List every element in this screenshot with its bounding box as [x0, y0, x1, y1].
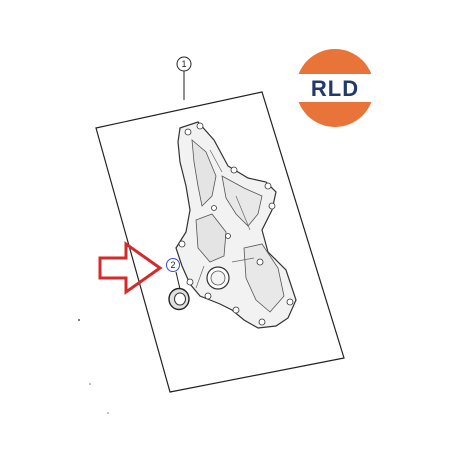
callout-1-label: 1	[181, 59, 186, 69]
red-arrow-icon	[98, 241, 163, 295]
callout-2-label: 2	[170, 260, 175, 270]
callout-2[interactable]: 2	[166, 258, 181, 290]
callout-2-circle	[166, 258, 180, 272]
callout-1-circle	[176, 56, 192, 72]
rld-logo: RLD	[293, 49, 377, 127]
crankshaft-seal-illustration	[168, 287, 190, 311]
callout-2-leader	[175, 271, 181, 290]
timing-cover-illustration	[175, 121, 297, 329]
logo-text: RLD	[311, 76, 359, 101]
scan-specks	[78, 319, 109, 414]
diagram-frame	[95, 91, 345, 393]
callout-1[interactable]: 1	[176, 56, 192, 100]
logo-band	[293, 74, 377, 102]
